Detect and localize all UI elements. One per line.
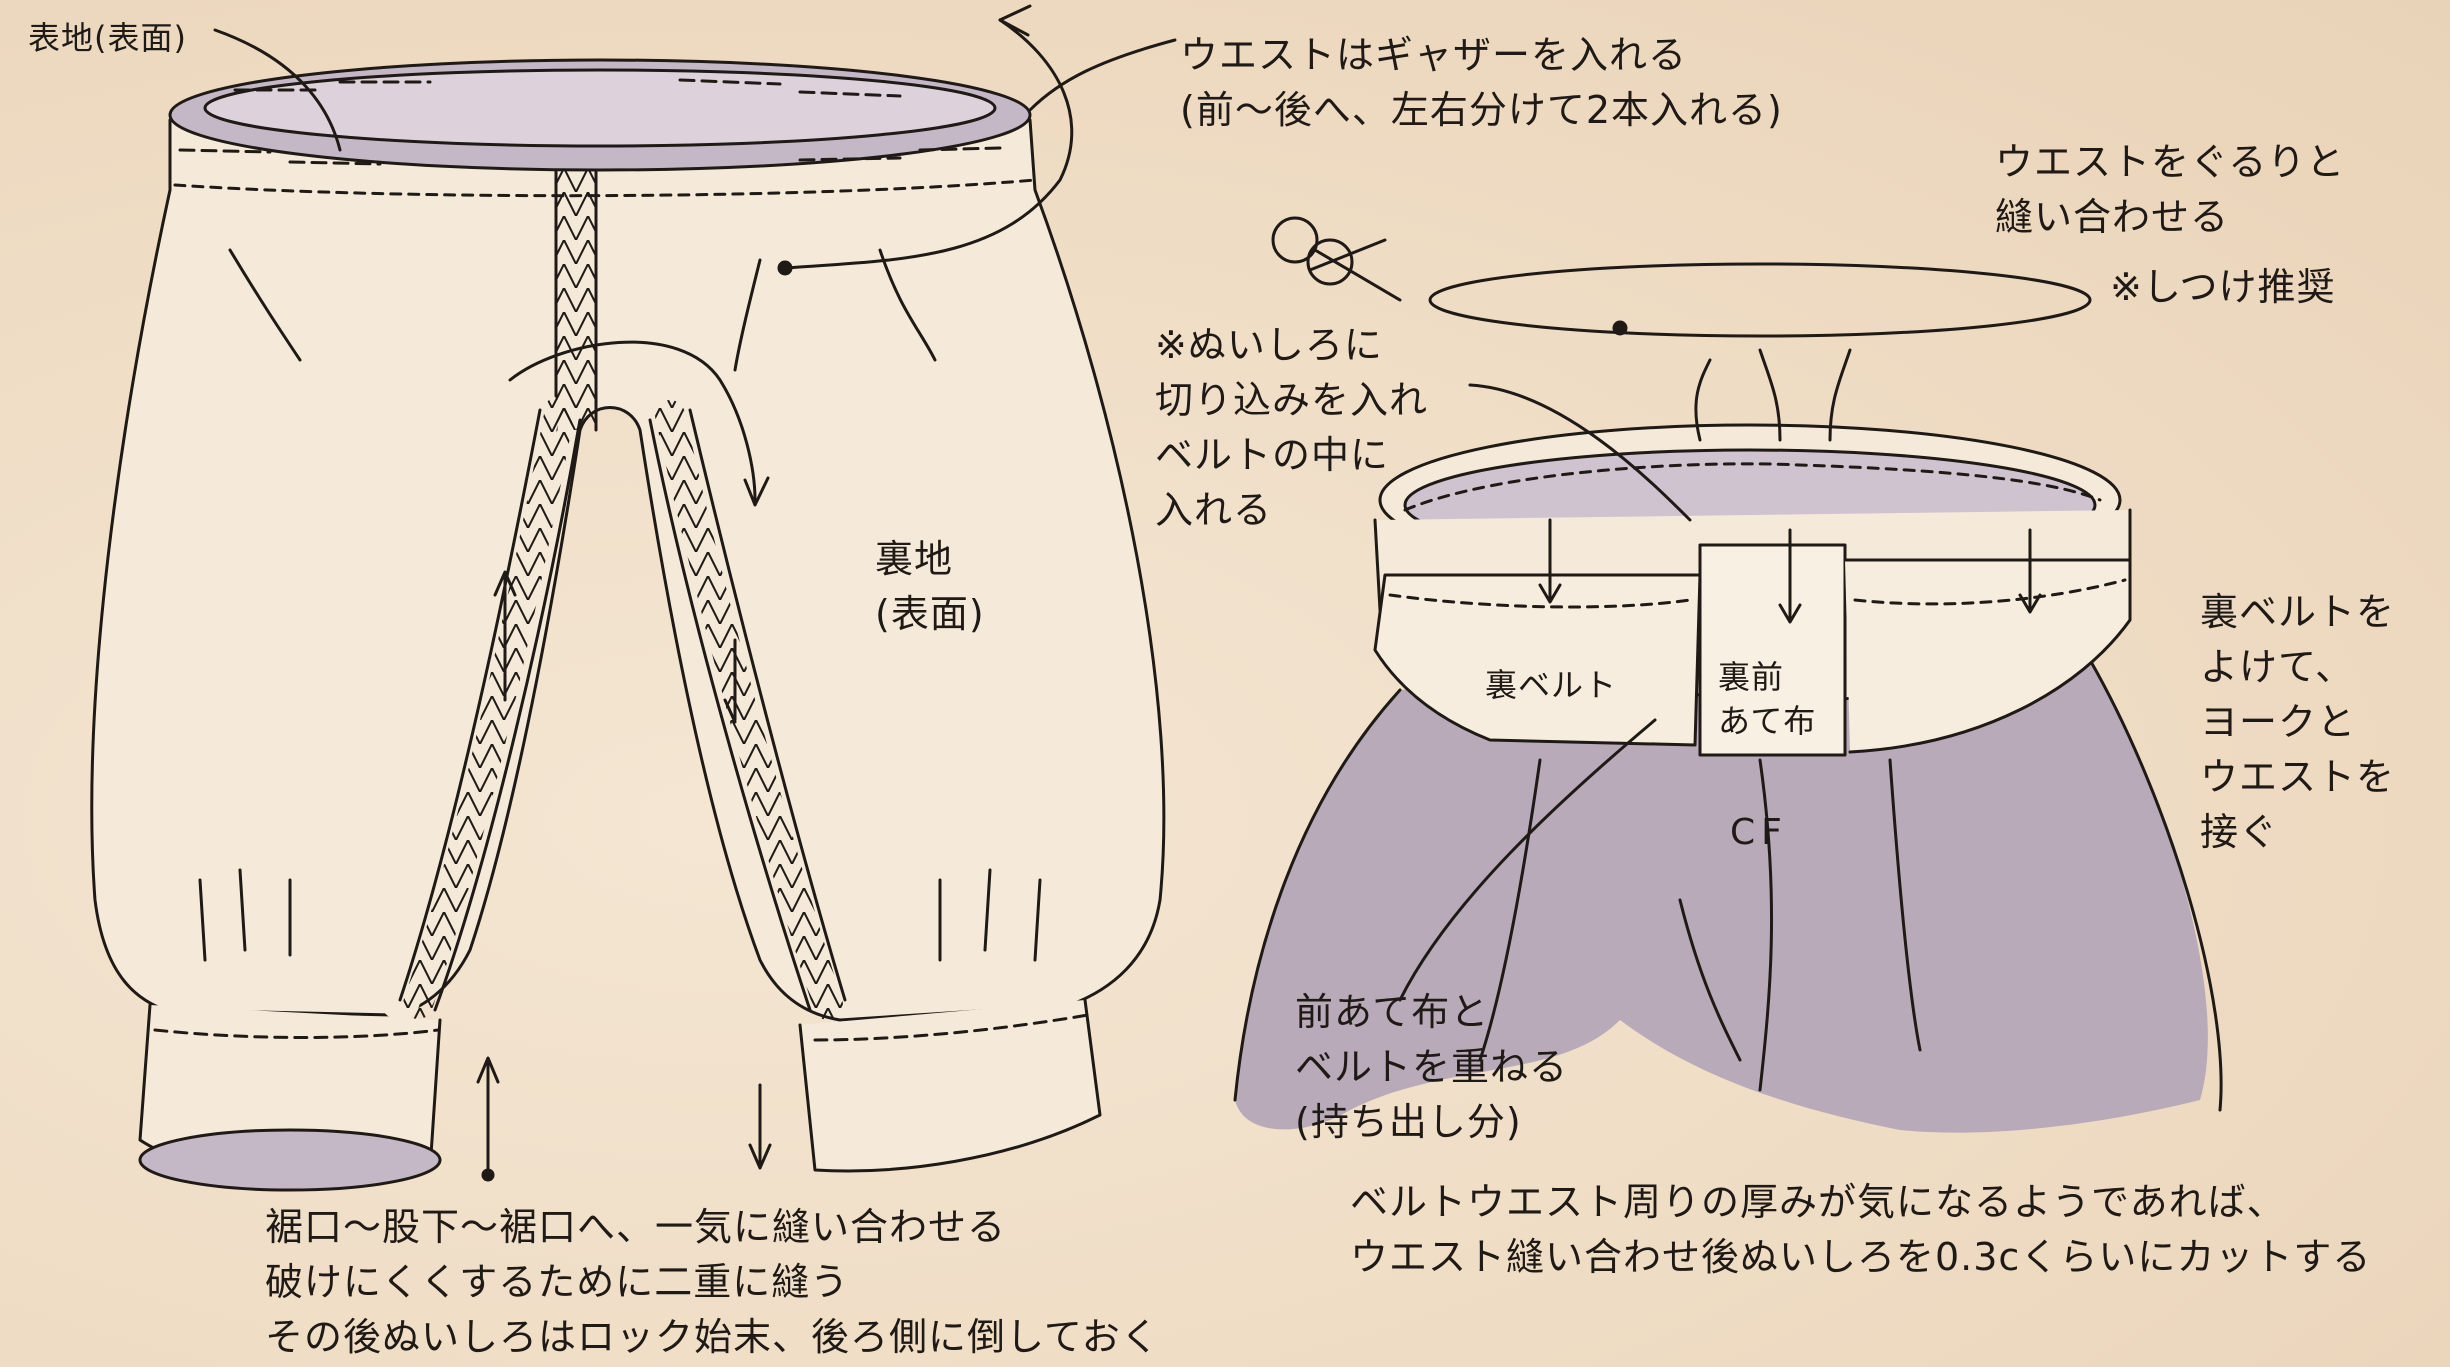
notch-line-4: 入れる bbox=[1155, 488, 1273, 532]
thickness-line-2: ウエスト縫い合わせ後ぬいしろを0.3cくらいにカットする bbox=[1350, 1235, 2372, 1279]
overlap-note: 前あて布と ベルトを重ねる (持ち出し分) bbox=[1295, 985, 1568, 1150]
join-yoke-line-4: ウエストを bbox=[2200, 755, 2396, 799]
join-yoke-note: 裏ベルトを よけて、 ヨークと ウエストを 接ぐ bbox=[2200, 585, 2395, 860]
scissors-icon bbox=[1271, 216, 1402, 302]
sew-around-line-1: ウエストをぐるりと bbox=[1995, 140, 2346, 184]
sew-around-note: ウエストをぐるりと 縫い合わせる bbox=[1995, 135, 2345, 245]
waist-gather-line-2: (前〜後へ、左右分けて2本入れる) bbox=[1180, 88, 1783, 132]
lining-label: 裏地 (表面) bbox=[875, 532, 985, 642]
center-front-label: CF bbox=[1730, 812, 1788, 853]
notch-line-1: ※ぬいしろに bbox=[1155, 323, 1383, 367]
join-yoke-line-3: ヨークと bbox=[2200, 700, 2357, 744]
sew-around-line-2: 縫い合わせる bbox=[1995, 195, 2230, 239]
thickness-note: ベルトウエスト周りの厚みが気になるようであれば、 ウエスト縫い合わせ後ぬいしろを… bbox=[1350, 1175, 2371, 1285]
notch-line-3: ベルトの中に bbox=[1155, 433, 1390, 477]
inner-belt-label: 裏ベルト bbox=[1485, 666, 1618, 704]
lining-line-1: 裏地 bbox=[875, 537, 954, 581]
join-yoke-line-2: よけて、 bbox=[2200, 645, 2355, 689]
inner-front-facing-line-2: あて布 bbox=[1718, 702, 1817, 740]
hem-seam-note: 裾口〜股下〜裾口へ、一気に縫い合わせる 破けにくくするために二重に縫う その後ぬ… bbox=[265, 1200, 1160, 1365]
inner-front-facing-label: 裏前 あて布 bbox=[1718, 655, 1816, 743]
hem-seam-line-1: 裾口〜股下〜裾口へ、一気に縫い合わせる bbox=[265, 1205, 1007, 1249]
bloomers-drawing bbox=[90, 4, 1177, 1192]
overlap-line-3: (持ち出し分) bbox=[1295, 1100, 1522, 1144]
hem-seam-line-3: その後ぬいしろはロック始末、後ろ側に倒しておく bbox=[265, 1315, 1160, 1359]
basting-note: ※しつけ推奨 bbox=[2110, 265, 2336, 309]
outer-fabric-label: 表地(表面) bbox=[28, 19, 187, 57]
belt-drawing bbox=[1233, 216, 2223, 1133]
waist-gather-note: ウエストはギャザーを入れる (前〜後へ、左右分けて2本入れる) bbox=[1180, 28, 1783, 138]
notch-line-2: 切り込みを入れ bbox=[1155, 378, 1429, 422]
inner-front-facing-line-1: 裏前 bbox=[1718, 658, 1785, 696]
thickness-line-1: ベルトウエスト周りの厚みが気になるようであれば、 bbox=[1350, 1180, 2286, 1224]
waist-gather-line-1: ウエストはギャザーを入れる bbox=[1180, 33, 1688, 77]
hem-seam-line-2: 破けにくくするために二重に縫う bbox=[265, 1260, 850, 1304]
overlap-line-1: 前あて布と bbox=[1295, 990, 1490, 1034]
overlap-line-2: ベルトを重ねる bbox=[1295, 1045, 1569, 1089]
join-yoke-line-5: 接ぐ bbox=[2200, 810, 2279, 854]
notch-note: ※ぬいしろに 切り込みを入れ ベルトの中に 入れる bbox=[1155, 318, 1428, 538]
join-yoke-line-1: 裏ベルトを bbox=[2200, 590, 2396, 634]
lining-line-2: (表面) bbox=[875, 592, 985, 636]
